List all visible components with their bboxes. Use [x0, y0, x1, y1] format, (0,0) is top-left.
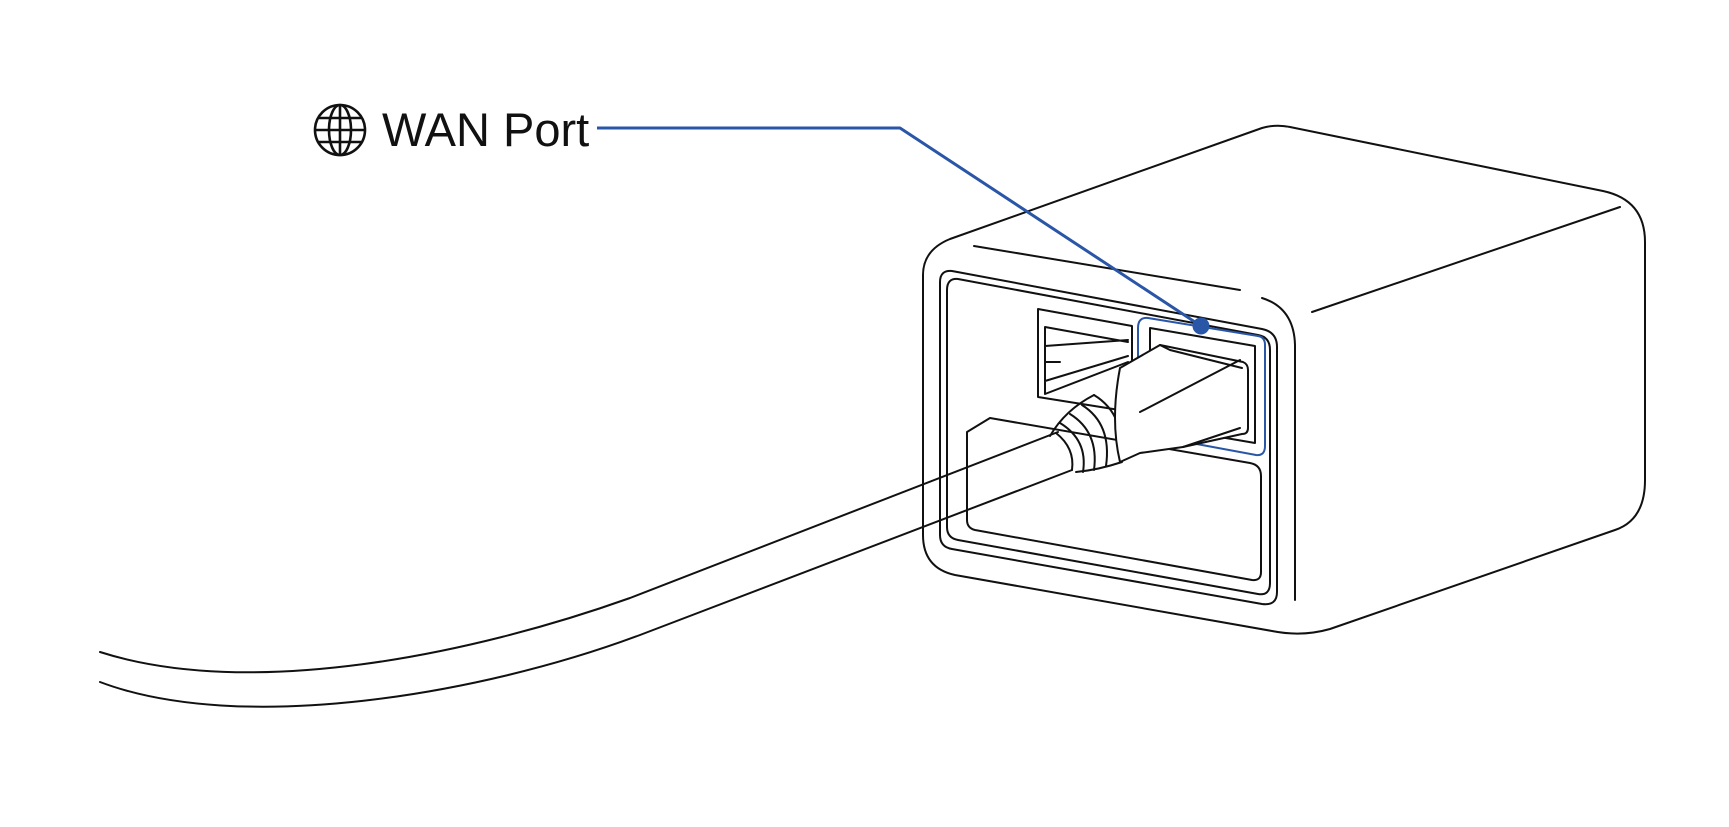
lower-bay	[966, 417, 1262, 582]
lan-port-inner	[1044, 326, 1129, 395]
front-panel-inner	[946, 277, 1271, 596]
cable-upper-edge	[99, 431, 1059, 674]
callout-leader-line	[597, 126, 1202, 328]
top-edge-line	[973, 245, 1241, 291]
connector-top-face	[1159, 344, 1243, 369]
callout-dot	[1192, 317, 1210, 335]
front-face-edge	[1261, 297, 1296, 601]
router-device	[922, 124, 1646, 635]
router-outline	[922, 124, 1646, 635]
globe-icon	[313, 103, 367, 157]
wan-port-label: WAN Port	[382, 103, 589, 156]
wan-port-highlight	[1137, 316, 1266, 457]
ethernet-cable	[99, 344, 1249, 708]
cable-strain-relief	[1049, 394, 1123, 473]
connector-bottom-face	[1182, 427, 1241, 448]
callout: WAN Port	[313, 103, 1210, 335]
connector-detail-line	[1139, 359, 1241, 413]
front-panel	[939, 269, 1278, 606]
side-edge-line	[1311, 206, 1621, 313]
cable-lower-edge	[99, 469, 1073, 708]
